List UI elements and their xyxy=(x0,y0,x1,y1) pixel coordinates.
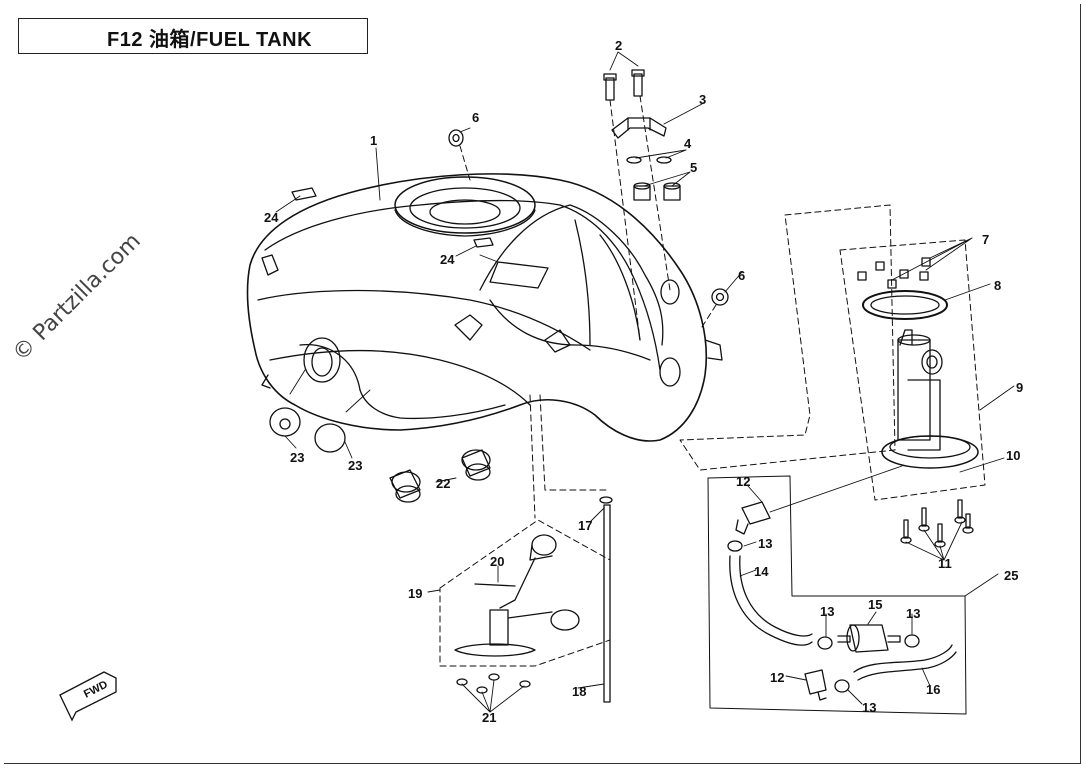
callout-9: 9 xyxy=(1016,380,1023,395)
clamp-13a xyxy=(727,540,743,552)
callout-12b: 12 xyxy=(770,670,784,685)
callout-17: 17 xyxy=(578,518,592,533)
fuel-pump-9 xyxy=(881,329,979,469)
damper-22 xyxy=(389,449,491,503)
callout-13c: 13 xyxy=(906,606,920,621)
callout-11: 11 xyxy=(938,556,952,571)
callout-10: 10 xyxy=(1006,448,1020,463)
callout-labels: 1 2 3 4 5 6 6 7 8 9 10 11 12 12 13 13 13… xyxy=(264,38,1023,725)
callout-18: 18 xyxy=(572,684,586,699)
nut-6a xyxy=(448,129,464,147)
hose-16 xyxy=(853,644,957,681)
callout-23a: 23 xyxy=(290,450,304,465)
callout-24a: 24 xyxy=(264,210,279,225)
nuts-7 xyxy=(857,257,931,289)
hose-group-box xyxy=(707,475,967,715)
fuel-tank-body xyxy=(246,173,723,442)
screws-11 xyxy=(900,499,974,548)
callout-6a: 6 xyxy=(472,110,479,125)
level-sender-box xyxy=(439,519,611,667)
nut-6b xyxy=(711,288,729,306)
callout-22: 22 xyxy=(436,476,450,491)
damper-23 xyxy=(269,407,346,453)
callout-4: 4 xyxy=(684,136,692,151)
title-box: F12 油箱/FUEL TANK xyxy=(18,18,368,54)
callout-13a: 13 xyxy=(758,536,772,551)
fuel-pump-box xyxy=(679,204,986,501)
page-title: F12 油箱/FUEL TANK xyxy=(107,29,313,51)
callout-16: 16 xyxy=(926,682,940,697)
callout-3: 3 xyxy=(699,92,706,107)
callout-19: 19 xyxy=(408,586,422,601)
gasket-8 xyxy=(862,290,948,320)
callout-15: 15 xyxy=(868,597,882,612)
bracket-3 xyxy=(611,117,667,139)
callout-7: 7 xyxy=(982,232,989,247)
callout-23b: 23 xyxy=(348,458,362,473)
callout-12a: 12 xyxy=(736,474,750,489)
callout-25: 25 xyxy=(1004,568,1018,583)
connector-12a xyxy=(735,501,771,535)
fwd-arrow: FWD xyxy=(59,671,117,722)
hose-14 xyxy=(729,555,813,646)
callout-2: 2 xyxy=(615,38,622,53)
callout-20: 20 xyxy=(490,554,504,569)
callout-13d: 13 xyxy=(862,700,876,715)
callout-13b: 13 xyxy=(820,604,834,619)
level-sender-19 xyxy=(454,534,580,657)
callout-1: 1 xyxy=(370,133,377,148)
clamp-13b xyxy=(817,634,920,650)
washer-4 xyxy=(626,156,672,164)
connector-12b xyxy=(804,669,850,701)
tube-18 xyxy=(599,496,613,703)
drawing-frame xyxy=(4,4,1081,764)
callout-8: 8 xyxy=(994,278,1001,293)
callout-6b: 6 xyxy=(738,268,745,283)
callout-5: 5 xyxy=(690,160,697,175)
bolt-2 xyxy=(603,69,645,101)
callout-21: 21 xyxy=(482,710,496,725)
callout-14: 14 xyxy=(754,564,769,579)
fuel-filter-15 xyxy=(837,624,901,653)
callout-24b: 24 xyxy=(440,252,455,267)
